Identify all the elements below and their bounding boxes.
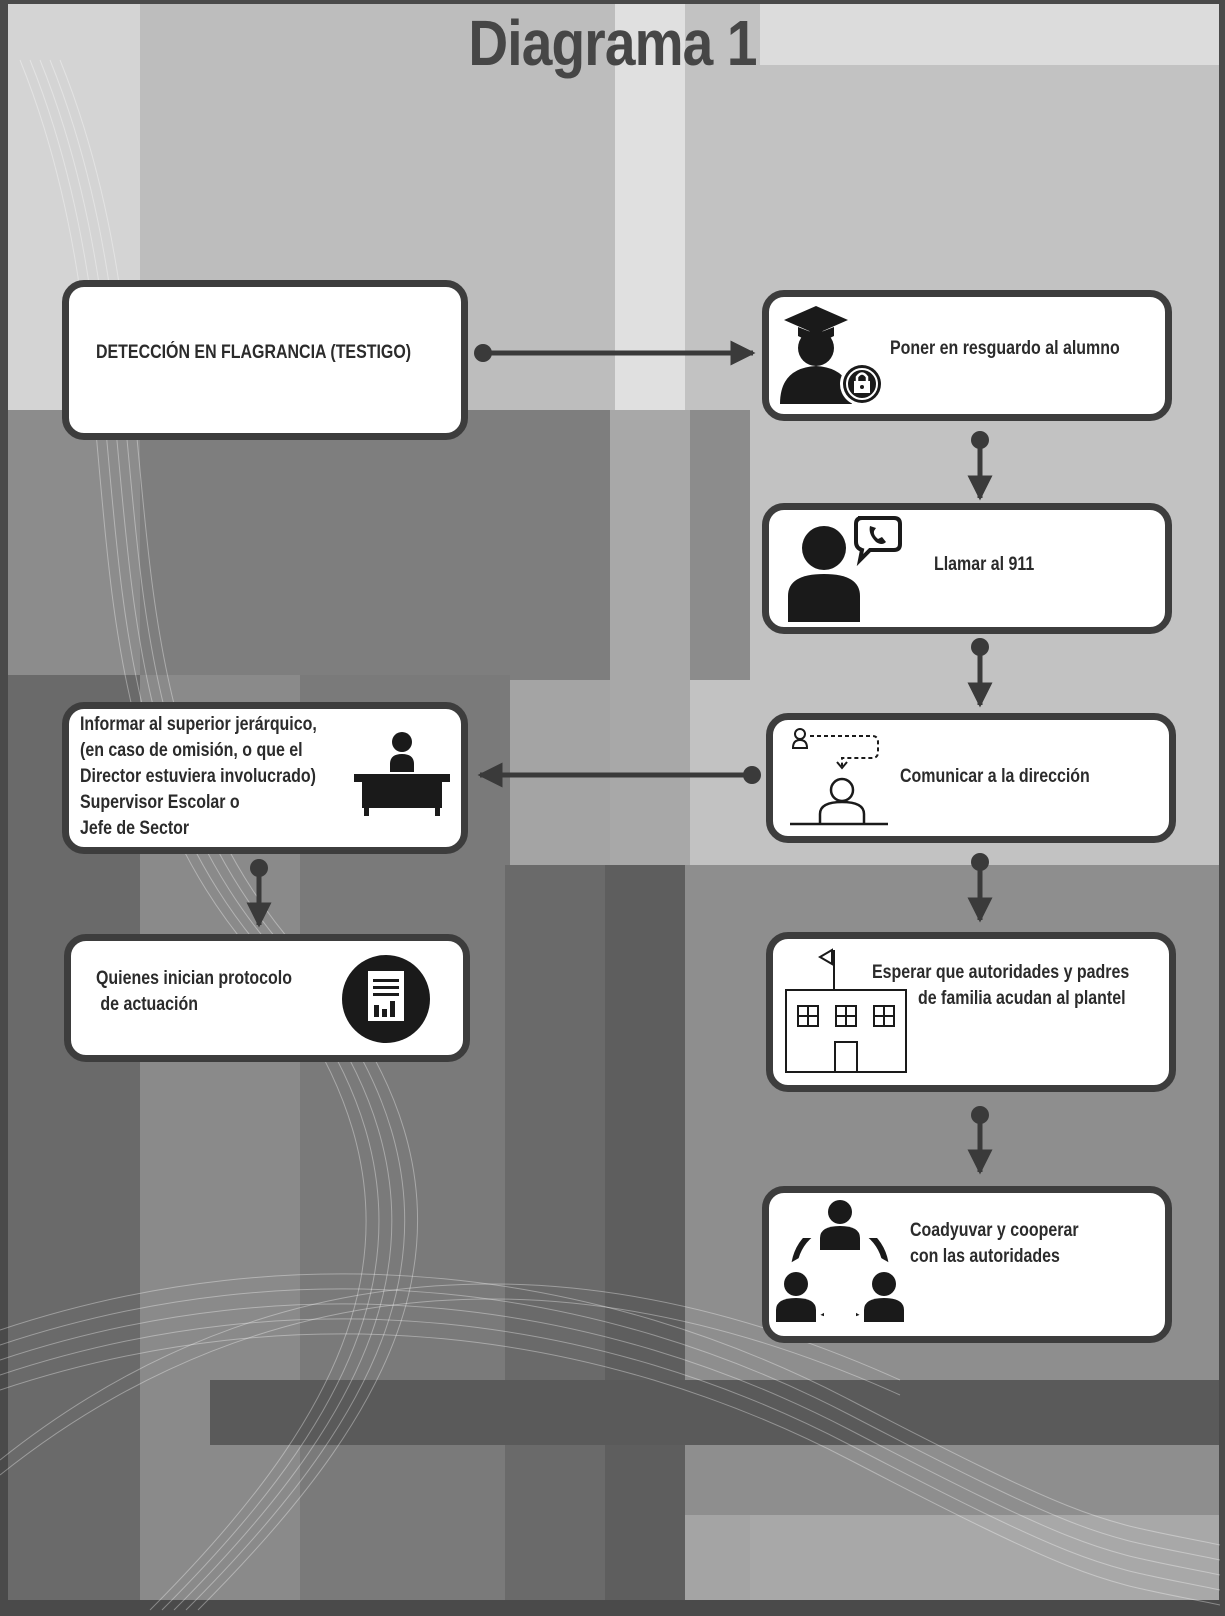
edge-comunicar-esperar [967, 853, 993, 923]
node-esperar-line-2: de familia acudan al plantel [918, 988, 1126, 1009]
edge-informar-protocolo [246, 859, 272, 928]
person-phone-icon [788, 516, 902, 622]
report-document-icon [342, 955, 430, 1043]
node-informar-line-2: (en caso de omisión, o que el [80, 740, 303, 761]
node-informar-line-3: Director estuviera involucrado) [80, 766, 316, 787]
node-protocolo-line-2: de actuación [96, 994, 198, 1015]
node-coadyuvar-line-2: con las autoridades [910, 1246, 1060, 1267]
node-comunicar [766, 713, 1176, 843]
diagram-title: Diagrama 1 [468, 7, 757, 79]
node-coadyuvar-line-1: Coadyuvar y cooperar [910, 1220, 1079, 1241]
edge-comunicar-informar [477, 762, 761, 788]
node-resguardo-label: Poner en resguardo al alumno [890, 338, 1120, 359]
node-esperar-line-1: Esperar que autoridades y padres [872, 962, 1130, 983]
node-informar-line-1: Informar al superior jerárquico, [80, 714, 317, 735]
node-informar-line-5: Jefe de Sector [80, 818, 190, 839]
node-llamar-label: Llamar al 911 [934, 554, 1035, 575]
edge-esperar-coadyuvar [967, 1106, 993, 1175]
student-lock-icon [780, 306, 884, 406]
node-informar-line-4: Supervisor Escolar o [80, 792, 240, 813]
node-protocolo-line-1: Quienes inician protocolo [96, 968, 292, 989]
node-deteccion [62, 280, 468, 440]
edge-resguardo-llamar [967, 431, 993, 501]
edge-deteccion-resguardo [474, 340, 756, 366]
person-at-desk-icon [354, 732, 450, 816]
school-building-icon [785, 948, 907, 1073]
node-comunicar-label: Comunicar a la dirección [900, 766, 1090, 787]
node-deteccion-label: DETECCIÓN EN FLAGRANCIA (TESTIGO) [96, 342, 412, 363]
edge-llamar-comunicar [967, 638, 993, 708]
group-cooperation-icon [776, 1200, 904, 1322]
person-desk-communication-icon [790, 728, 888, 826]
